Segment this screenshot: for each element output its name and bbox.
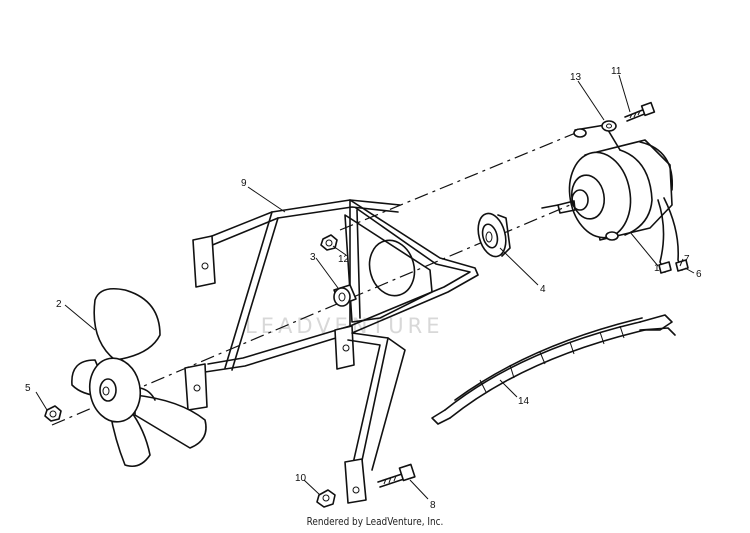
callout-5: 5: [25, 383, 31, 394]
callout-3: 3: [310, 252, 316, 263]
screw-11: [624, 101, 656, 122]
spacer: [333, 284, 357, 307]
hub: [477, 212, 511, 258]
wire-harness: [431, 314, 676, 425]
callout-7: 7: [684, 254, 690, 265]
bracket-tab-lower: [184, 363, 208, 411]
callout-14: 14: [518, 396, 530, 407]
bracket: [184, 199, 479, 504]
callout-10: 10: [295, 473, 307, 484]
render-credit: Rendered by LeadVenture, Inc.: [306, 515, 444, 528]
leader-lines: [35, 74, 695, 500]
callouts: 1 2 3 4 5 6 7 8 9 10 11 12 13 14: [25, 66, 702, 511]
callout-4: 4: [540, 284, 546, 295]
callout-6: 6: [696, 269, 702, 280]
motor: [541, 124, 689, 274]
callout-12: 12: [338, 254, 350, 265]
bracket-hole: [368, 239, 416, 297]
washer-13: [601, 120, 617, 132]
nut-5: [44, 405, 62, 422]
callout-11: 11: [611, 66, 622, 77]
callout-9: 9: [241, 178, 247, 189]
bracket-tab-middle: [334, 325, 355, 370]
bracket-tab-upper: [192, 235, 216, 288]
callout-13: 13: [570, 72, 582, 83]
mount-axis-line: [339, 131, 579, 231]
bracket-foot: [344, 458, 367, 504]
callout-1: 1: [654, 263, 660, 274]
nut-12: [320, 234, 338, 251]
callout-2: 2: [56, 299, 62, 310]
fan: [71, 287, 207, 468]
nut-10: [316, 489, 336, 508]
callout-8: 8: [430, 500, 436, 511]
bolt-8: [377, 463, 416, 488]
